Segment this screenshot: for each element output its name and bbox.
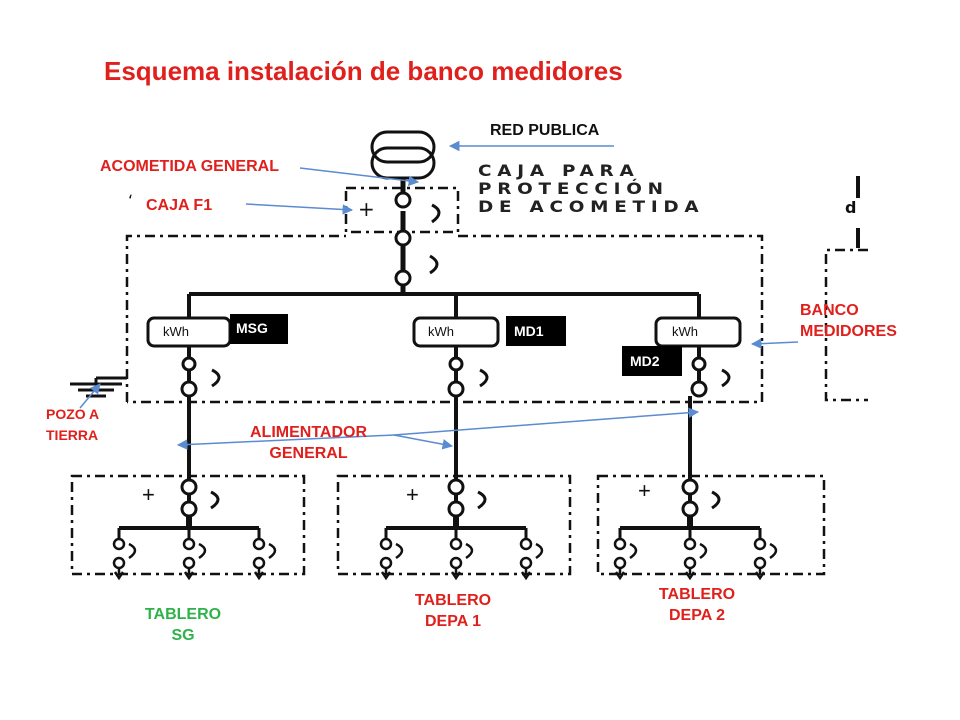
panel-1-breaker-bottom [180,500,198,518]
panel-1-circuit-3-contact-top [252,537,266,551]
panel-1-circuit-2-arc [198,542,207,560]
alimentador-line-1: ALIMENTADOR [250,424,368,441]
panel-2-circuit-1-contact-bottom [379,556,393,570]
meter-tag-md1: MD1 [506,316,566,346]
plus-symbol: + [358,197,375,221]
tablero-sg-label: TABLERO SG [138,604,228,646]
panel-2-breaker-arc [477,490,487,510]
panel-2-circuit-1-contact-top [379,537,393,551]
panel-3-circuit-3-arc [769,542,778,560]
panel-1-circuit-1-outgoing-arrow [113,568,125,581]
panel-2-circuit-3-arc [535,542,544,560]
tablero-depa2-line-1: TABLERO [658,586,736,603]
panel-2-breaker-top [447,478,465,496]
alimentador-general-label: ALIMENTADOR GENERAL [250,422,367,464]
panel-1-circuit-1-contact-top [112,537,126,551]
panel-internals [112,478,778,581]
fragment-glyph: ‘ [128,191,133,210]
tablero-depa1-line-2: DEPA 1 [424,613,481,630]
panel-1-circuit-1-arc [128,542,137,560]
tablero-sg-line-1: TABLERO [144,606,222,623]
panel-1-circuit-2-contact-top [182,537,196,551]
caption-line-3: DE ACOMETIDA [478,197,705,216]
panel-3-circuit-3-contact-bottom [753,556,767,570]
meter-tag-md2: MD2 [622,346,682,376]
pozo-line-1: POZO A [46,406,100,422]
panel-1-circuit-2-outgoing-arrow [183,568,195,581]
panel-2-circuit-3-outgoing-arrow [520,568,532,581]
panel-3-circuit-2-contact-bottom [683,556,697,570]
pozo-line-2: TIERRA [46,427,99,443]
panel-2-circuit-1-arc [395,542,404,560]
annotation-arrows [79,140,799,450]
caption-line-1: CAJA PARA [478,161,640,180]
ground-symbol [70,376,127,398]
panel-2-circuit-2-contact-bottom [449,556,463,570]
panel-depa2-plus: + [638,478,651,503]
meter-boxes [146,316,742,348]
panel-depa1-plus: + [406,482,419,507]
panel-3-circuit-1-contact-bottom [613,556,627,570]
adjacent-enclosure-fragments [856,176,860,248]
red-publica-label: RED PUBLICA [490,122,600,139]
adjacent-enclosure [824,248,868,402]
meter-tag-msg: MSG [230,314,288,344]
panel-2-circuit-2-arc [465,542,474,560]
acometida-general-label: ACOMETIDA GENERAL [100,158,279,175]
panel-1-circuit-3-arc [268,542,277,560]
panel-3-circuit-2-arc [699,542,708,560]
panel-2-circuit-2-contact-top [449,537,463,551]
tablero-depa2-line-2: DEPA 2 [668,607,725,624]
meter-breakers [180,356,708,398]
meter-branches [187,294,701,382]
banco-medidores-label: BANCO MEDIDORES [800,300,897,342]
banco-line-2: MEDIDORES [800,323,897,340]
panel-2-circuit-3-contact-top [519,537,533,551]
panel-sg-plus: + [142,482,155,507]
tablero-depa1-line-1: TABLERO [414,592,492,609]
banco-line-1: BANCO [800,302,859,319]
tablero-depa2-label: TABLERO DEPA 2 [652,584,742,626]
panel-3-circuit-1-contact-top [613,537,627,551]
panel-1-circuit-3-outgoing-arrow [253,568,265,581]
panel-2-circuit-2-outgoing-arrow [450,568,462,581]
caption-line-2: PROTECCIÓN [478,179,669,198]
panel-3-circuit-3-contact-top [753,537,767,551]
diagram-title: Esquema instalación de banco medidores [104,56,623,86]
tablero-depa1-label: TABLERO DEPA 1 [408,590,498,632]
panel-3-breaker-top [681,478,699,496]
panel-3-circuit-2-contact-top [683,537,697,551]
main-breaker-arcs [429,203,441,275]
meter-bank-enclosure [125,234,764,404]
panel-2-circuit-3-contact-bottom [519,556,533,570]
main-breakers [394,191,412,287]
meter-unit-1: kWh [163,324,189,339]
tablero-sg-line-2: SG [171,627,195,644]
panel-1-breaker-arc [210,490,220,510]
panel-1-circuit-1-contact-bottom [112,556,126,570]
panel-3-circuit-1-outgoing-arrow [614,568,626,581]
panel-2-breaker-bottom [447,500,465,518]
pozo-a-tierra-label: POZO A TIERRA [46,404,99,446]
meter-unit-2: kWh [428,324,454,339]
panel-3-circuit-2-outgoing-arrow [684,568,696,581]
alimentador-line-2: GENERAL [269,445,348,462]
protection-box-caption: CAJA PARA PROTECCIÓN DE ACOMETIDA [478,162,704,216]
fragment-glyph-d: d [845,198,856,217]
panel-2-circuit-1-outgoing-arrow [380,568,392,581]
panel-3-circuit-3-outgoing-arrow [754,568,766,581]
panel-3-breaker-arc [711,490,721,510]
transformer-symbol [370,130,436,180]
caja-f1-label: CAJA F1 [146,197,213,214]
meter-breaker-arcs [211,368,731,388]
panel-3-breaker-bottom [681,500,699,518]
panel-1-circuit-3-contact-bottom [252,556,266,570]
meter-unit-3: kWh [672,324,698,339]
panel-1-circuit-2-contact-bottom [182,556,196,570]
panel-3-circuit-1-arc [629,542,638,560]
panel-1-breaker-top [180,478,198,496]
